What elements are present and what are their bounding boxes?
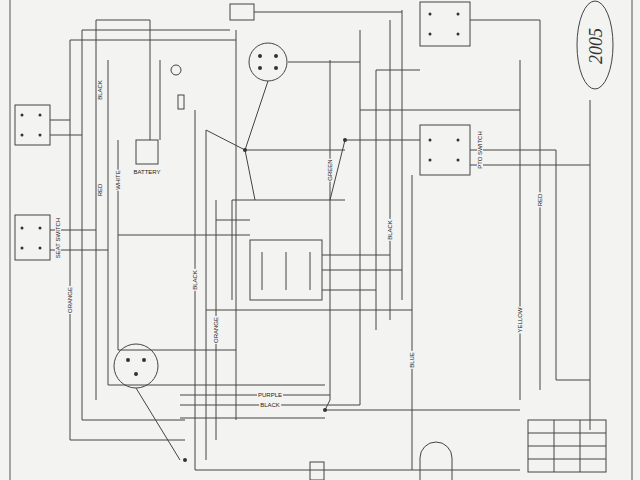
wire-label: YELLOW [517,306,523,333]
wire-label: GREEN [327,158,333,181]
wire-label: SEAT SWITCH [55,217,61,259]
wire-label: BLACK [387,219,393,241]
wire-label: BLUE [409,351,415,369]
wire-label: RED [97,183,103,198]
battery-symbol [136,140,158,164]
connector-box [230,4,254,20]
wire-label: RED [537,193,543,208]
switch-box [15,105,50,145]
wire-label: ORANGE [67,286,73,314]
switch-box [420,125,470,175]
solenoid-symbol [420,442,452,480]
wire-label: WHITE [115,169,121,190]
wire-label: ORANGE [213,316,219,344]
wire-label: BATTERY [132,169,161,175]
switch-box [420,2,470,46]
key-symbol [171,65,181,75]
junction-dots [21,13,460,463]
logo-text: 2005 [587,27,605,65]
logo-oval [577,1,613,89]
ignition-switch [249,43,287,81]
connector-block [250,240,322,300]
wire-label: BLACK [259,402,281,408]
switch-box [15,215,50,260]
wire-label: BLACK [97,79,103,101]
table-box [528,420,606,472]
fuse-symbol [178,95,184,109]
connector-box [310,462,324,480]
wires [10,0,632,480]
wire-label: BLACK [192,269,198,291]
engine-connector [114,344,158,388]
wire-label: PTO SWITCH [477,130,483,170]
wire-label: PURPLE [257,392,283,398]
